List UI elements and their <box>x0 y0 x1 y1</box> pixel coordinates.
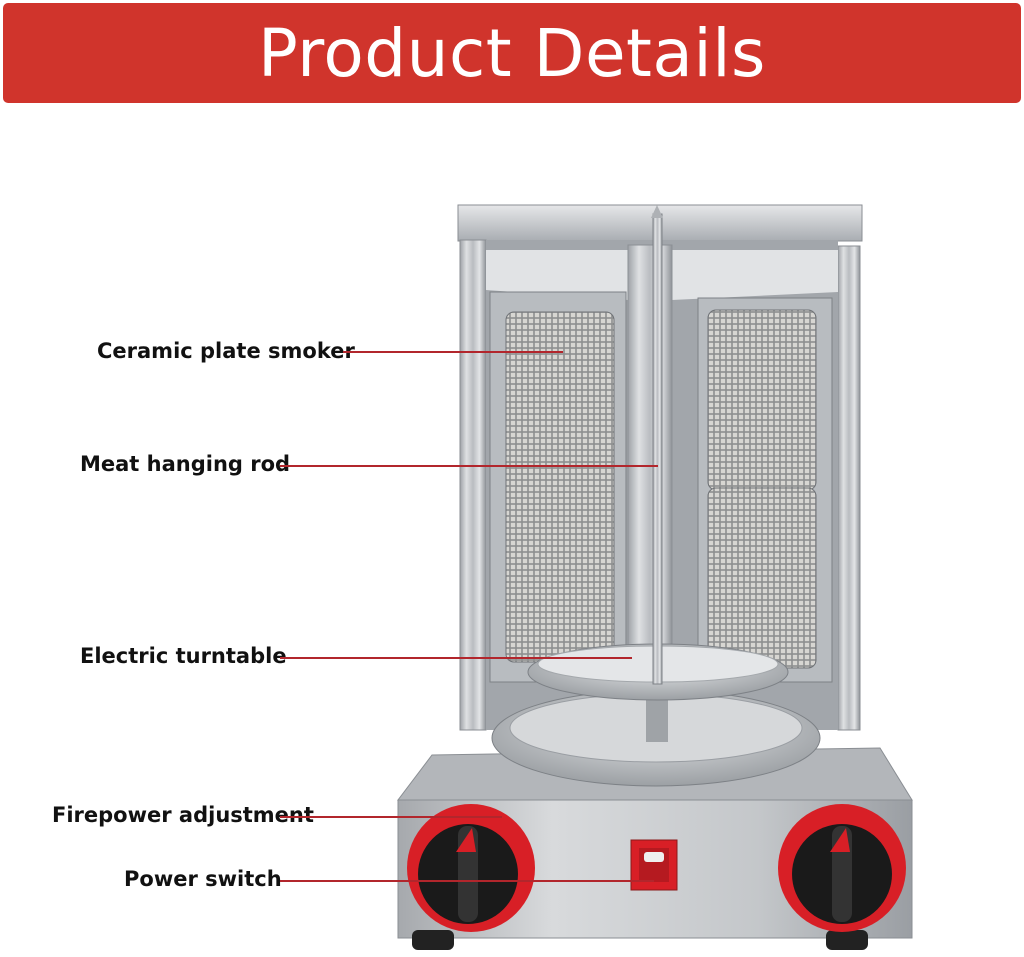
leader-meat-hanging-rod <box>280 465 658 467</box>
leader-firepower-adjustment <box>280 816 502 818</box>
drip-pan <box>491 689 821 787</box>
leader-electric-turntable <box>280 657 632 659</box>
firepower-knob-right <box>778 804 906 932</box>
meat-hanging-rod <box>651 205 663 685</box>
header-banner: Product Details <box>3 3 1021 103</box>
label-ceramic-plate-smoker: Ceramic plate smoker <box>97 339 355 363</box>
ceramic-plate-right <box>697 297 833 683</box>
label-electric-turntable: Electric turntable <box>80 644 287 668</box>
ceramic-plate-left <box>489 291 627 683</box>
label-meat-hanging-rod: Meat hanging rod <box>80 452 291 476</box>
label-firepower-adjustment: Firepower adjustment <box>52 803 314 827</box>
label-power-switch: Power switch <box>124 867 282 891</box>
power-switch <box>630 839 678 891</box>
leader-ceramic-plate-smoker <box>343 351 563 353</box>
leader-power-switch <box>280 880 654 882</box>
firepower-knob-left <box>407 804 535 932</box>
page-title: Product Details <box>258 14 766 92</box>
